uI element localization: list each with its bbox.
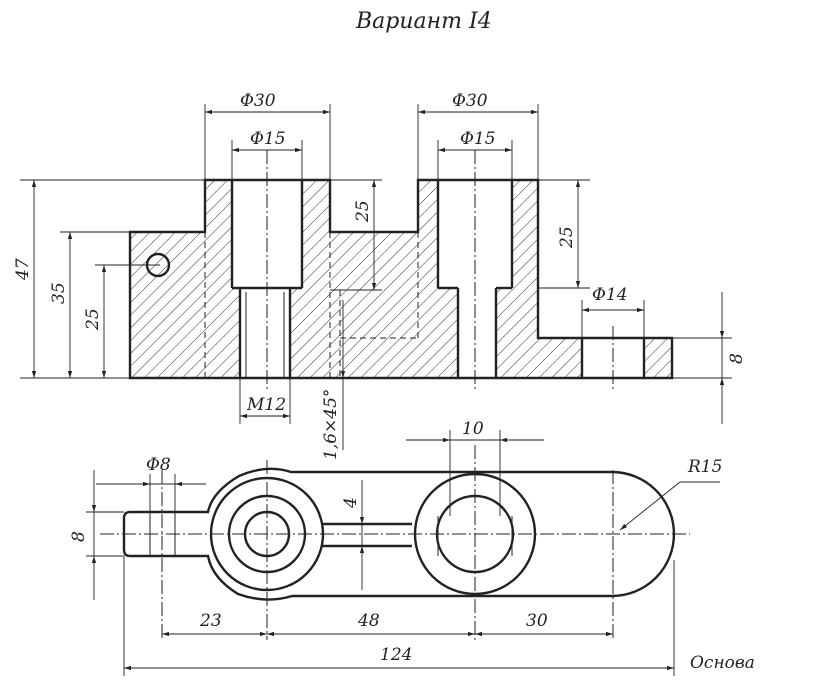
section-hatch-tab [644,338,672,378]
dim-l23: 23 [199,611,222,631]
dim-dia30-right: Φ30 [452,91,488,111]
section-hatch-right [496,180,582,378]
dim-dia8: Φ8 [146,455,171,475]
top-outline [122,467,676,601]
top-dimensions: Φ8 8 4 10 R15 23 48 30 124 [69,419,722,676]
dim-h8-top: 8 [69,531,89,542]
front-dimensions: Φ30 Φ15 Φ30 Φ15 Φ14 47 35 25 25 25 8 M12… [13,91,747,460]
base-label: Основа [690,653,755,673]
dim-h47: 47 [13,258,33,281]
dim-h8-front: 8 [727,353,747,364]
dim-dia15-left: Φ15 [250,129,286,149]
dim-h25-left: 25 [83,308,103,331]
dim-h25-center: 25 [353,200,373,223]
drawing-title: Вариант I4 [355,9,492,34]
dim-dia30-left: Φ30 [240,91,276,111]
dim-l30: 30 [526,611,548,631]
dim-r15: R15 [687,457,722,477]
dim-h35: 35 [49,282,69,304]
dim-l124: 124 [380,645,412,665]
top-view [100,445,690,640]
front-view [128,150,674,392]
section-hatch-left [130,180,240,378]
dim-dia15-right: Φ15 [460,129,496,149]
dim-h25-right: 25 [557,226,577,249]
dim-chamfer: 1,6×45° [321,389,341,460]
dim-dia14: Φ14 [592,285,628,305]
dim-w10: 10 [462,419,484,439]
dim-l48: 48 [357,611,380,631]
dim-w4: 4 [341,497,361,509]
dim-m12: M12 [246,395,286,415]
